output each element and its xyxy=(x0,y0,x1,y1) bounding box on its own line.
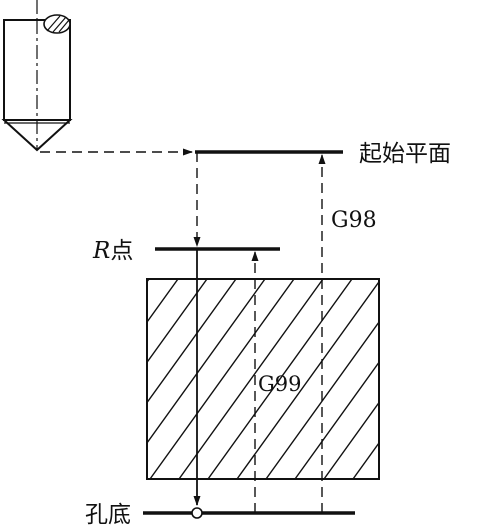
initial-plane-label: 起始平面 xyxy=(359,141,451,167)
hole-bottom-label: 孔底 xyxy=(85,502,131,527)
g98-label: G98 xyxy=(331,208,377,233)
r-point-label: R点 xyxy=(92,238,133,264)
hatch-line xyxy=(147,279,266,445)
hatch-line xyxy=(382,279,486,479)
hatch-line xyxy=(411,279,486,479)
g99-label: G99 xyxy=(258,372,302,396)
hatch-line xyxy=(149,279,295,479)
hatch-line xyxy=(207,279,353,479)
hatch-line xyxy=(323,401,379,479)
drill-tool-icon xyxy=(1,0,73,152)
hatch-line xyxy=(265,320,379,479)
r-point-label-italic: R xyxy=(92,238,110,264)
hatch-line xyxy=(178,279,324,479)
hatch-line xyxy=(294,361,379,479)
hatch-line xyxy=(440,279,486,479)
hatch-line xyxy=(352,441,379,479)
hatch-line xyxy=(0,279,120,479)
r-point-label-suffix: 点 xyxy=(110,238,133,264)
hole-bottom-point xyxy=(191,507,203,519)
hatch-line xyxy=(469,279,486,479)
hatch-line xyxy=(147,279,237,404)
hatch-line xyxy=(147,279,208,364)
hatch-line xyxy=(236,280,379,479)
hatch-line xyxy=(147,279,179,324)
hatch-line xyxy=(147,279,150,283)
hatch-line xyxy=(0,279,91,479)
hatched-workpiece xyxy=(0,278,486,480)
